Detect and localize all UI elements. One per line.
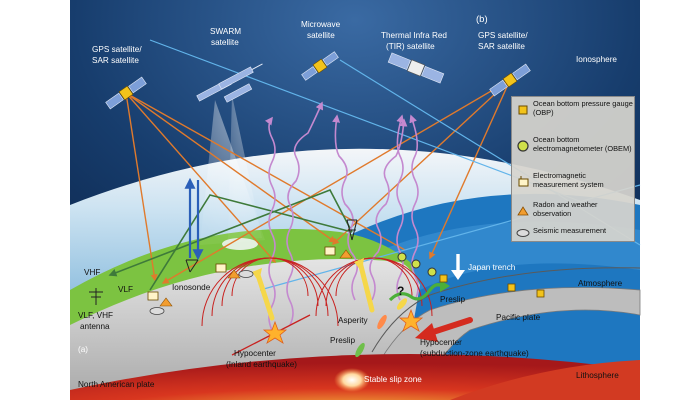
- legend-text-radon: Radon and weather observation: [533, 200, 598, 218]
- legend-text-seismic: Seismic measurement: [533, 226, 607, 235]
- microwave-label-2: satellite: [307, 31, 335, 40]
- legend-item-radon: Radon and weather observation: [516, 200, 634, 231]
- gps-left-label-1: GPS satellite/: [92, 45, 142, 54]
- uplift-arrows: [252, 258, 375, 321]
- tir-label-1: Thermal Infra Red: [381, 31, 447, 40]
- legend-item-seismic: Seismic measurement: [516, 226, 634, 240]
- panel-label-a: (a): [78, 345, 88, 354]
- layer-ionosphere: Ionosphere: [576, 55, 617, 64]
- inland-hypocenter-label-1: Hypocenter: [234, 349, 276, 358]
- preslip-right-label: Preslip: [440, 295, 465, 304]
- legend-item-em-system: Electromagnetic measurement system: [516, 171, 634, 202]
- subduction-seismic-waves: [315, 257, 433, 317]
- tir-label-2: (TIR) satellite: [386, 42, 435, 51]
- gps-left-label-2: SAR satellite: [92, 56, 139, 65]
- layer-lithosphere: Lithosphere: [576, 371, 619, 380]
- ocean-bottom-pressure-gauge-icon: [518, 105, 528, 115]
- swarm-label-1: SWARM: [210, 27, 241, 36]
- swarm-footprint: [222, 238, 258, 250]
- vlf-vhf-antenna-icon: [89, 288, 103, 305]
- preslip-left-label: Preslip: [330, 336, 355, 345]
- slip-zone-markers: [355, 298, 408, 358]
- gps-sar-satellite-left-icon: [105, 76, 147, 110]
- japan-trench-label: Japan trench: [468, 263, 516, 272]
- microwave-satellite-icon: [301, 51, 339, 81]
- radiation-waves: [264, 101, 419, 331]
- japan-trench-arrow: [451, 254, 465, 280]
- legend: Ocean bottom pressure gauge (OBP) Ocean …: [511, 96, 635, 242]
- radon-stations: [159, 249, 353, 307]
- obem-stations: [397, 252, 437, 277]
- legend-text-em-system: Electromagnetic measurement system: [533, 171, 604, 189]
- electromagnetic-measurement-system-icon: [518, 176, 529, 187]
- antenna-label-1: VLF, VHF: [78, 311, 113, 320]
- tir-satellite-icon: [387, 52, 445, 84]
- legend-item-obp: Ocean bottom pressure gauge (OBP): [516, 99, 634, 130]
- subduction-hypocenter-label-1: Hypocenter: [420, 338, 462, 347]
- microwave-label-1: Microwave: [301, 20, 341, 29]
- swarm-satellite-icon: [196, 63, 263, 103]
- ionosonde-label: Ionosonde: [172, 283, 211, 292]
- vhf-label: VHF: [84, 268, 100, 277]
- legend-item-obem: Ocean bottom electromagnetometer (OBEM): [516, 135, 634, 166]
- plate-boundary: [371, 267, 641, 353]
- inland-hypocenter-label-2: (Inland earthquake): [226, 360, 297, 369]
- ionosonde-icon: [185, 259, 199, 273]
- question-mark: ?: [397, 284, 404, 298]
- electromagnetic-stations: [147, 246, 336, 301]
- swarm-label-2: satellite: [211, 38, 239, 47]
- layer-atmosphere: Atmosphere: [578, 279, 623, 288]
- antenna-label-2: antenna: [80, 322, 110, 331]
- ionosonde-arrows: [184, 177, 204, 261]
- gps-sar-satellite-right-icon: [489, 63, 531, 97]
- gps-right-label-2: SAR satellite: [478, 42, 525, 51]
- subduction-hypocenter-label-2: (subduction-zone earthquake): [420, 349, 529, 358]
- stable-slip-zone-label: Stable slip zone: [364, 375, 422, 384]
- gps-sar-rays: [125, 79, 511, 284]
- vlf-label: VLF: [118, 285, 133, 294]
- subduction-hypocenter-icon: [398, 308, 424, 332]
- inland-hypocenter-icon: [262, 320, 288, 344]
- pacific-plate-label: Pacific plate: [496, 313, 541, 322]
- preslip-green-arrow: [388, 280, 450, 302]
- radio-tower-icon: [346, 219, 358, 241]
- legend-text-obp: Ocean bottom pressure gauge (OBP): [533, 99, 633, 117]
- panel-label-b: (b): [476, 14, 488, 25]
- vlf-vhf-rays: [108, 188, 353, 291]
- seismic-measurement-icon: [516, 229, 530, 237]
- subduction-arrow: [415, 317, 473, 342]
- mantle-right: [450, 360, 640, 400]
- north-american-plate-label: North American plate: [78, 380, 155, 389]
- obp-stations: [439, 274, 545, 298]
- gps-right-label-1: GPS satellite/: [478, 31, 528, 40]
- asperity-label: Asperity: [338, 316, 368, 325]
- swarm-beam-right: [228, 95, 262, 240]
- stable-slip-glow: [334, 368, 370, 392]
- legend-text-obem: Ocean bottom electromagnetometer (OBEM): [533, 135, 632, 153]
- ocean-bottom-electromagnetometer-icon: [517, 140, 529, 152]
- radon-and-weather-observation-icon: [517, 206, 529, 216]
- seismometer-stations: [149, 270, 254, 315]
